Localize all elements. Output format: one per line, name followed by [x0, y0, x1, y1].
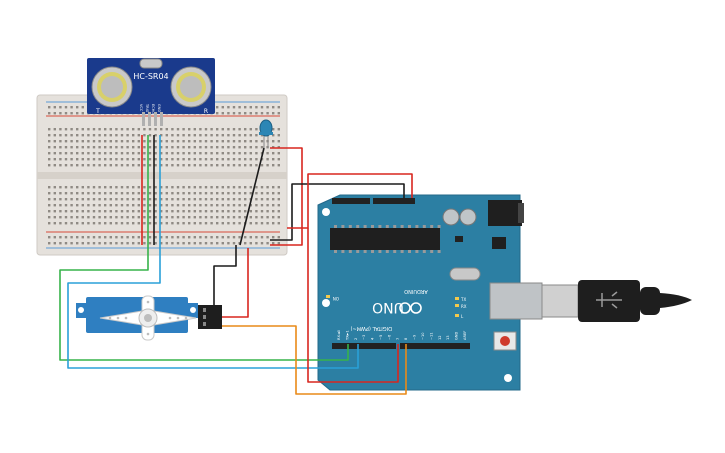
microcontroller-pins	[334, 225, 441, 253]
arduino-uno-board: ANALOG IN POWER UNO ARDUINO	[317, 194, 543, 391]
wire-red-led	[270, 147, 303, 246]
reset-button-icon	[493, 331, 517, 351]
digital-pin-label: AREF	[463, 331, 467, 340]
wire-black-led	[239, 147, 265, 246]
uno-label: UNO	[372, 299, 404, 315]
sensor-r-mark: R	[204, 108, 208, 115]
sensor-pin-label: ECHO	[151, 104, 155, 114]
digital-pin-labels: AREF GND 13 12 ~11 ~10 ~9 8 7 ~6 ~5 4 ~3 2 TX►1 RX◄0	[337, 329, 467, 341]
digital-pin-label: GND	[455, 332, 459, 340]
digital-pin-label: ~3	[362, 335, 366, 340]
sensor-pin-label: TRIG	[145, 103, 149, 113]
digital-pin-label: 8	[404, 337, 408, 340]
led-rx-label: RX	[461, 304, 467, 309]
infinity-logo-icon	[399, 302, 422, 314]
sensor-model-label: HC-SR04	[133, 72, 168, 81]
led-tx-label: TX	[460, 297, 466, 302]
wire-black-gnd	[270, 183, 405, 241]
digital-header-label: DIGITAL (PWM~)	[350, 325, 392, 331]
digital-pin-label: TX►1	[345, 330, 349, 341]
wire-red-servo	[222, 248, 249, 318]
digital-pin-label: 7	[396, 338, 400, 340]
digital-pin-label: ~6	[387, 334, 391, 340]
led-l-label: L	[461, 314, 464, 319]
breadboard	[36, 94, 288, 256]
servo-motor	[76, 295, 222, 341]
sensor-pin-label: GND	[157, 104, 161, 112]
digital-pin-label: ~11	[429, 332, 433, 340]
wire-red-loop	[307, 228, 399, 383]
digital-pin-label: ~10	[421, 332, 425, 340]
usb-plug-icon	[541, 280, 692, 322]
wire-black-servo	[213, 245, 237, 305]
digital-pin-label: 13	[446, 335, 450, 340]
arduino-brand-label: ARDUINO	[404, 288, 428, 294]
sensor-t-mark: T	[95, 108, 100, 115]
wires	[59, 135, 413, 395]
ultrasonic-sensor: HC-SR04 T R VCC TRIG ECHO GND	[87, 58, 215, 126]
digital-pin-label: 2	[354, 338, 358, 340]
digital-pin-label: 4	[371, 337, 375, 340]
wire-red-5v	[287, 173, 413, 229]
digital-pin-label: 12	[438, 335, 442, 340]
wire-blue	[67, 135, 359, 369]
digital-pin-label: RX◄0	[337, 329, 341, 340]
wire-orange-servo	[222, 325, 407, 395]
led-on-label: ON	[333, 296, 339, 301]
led-icon	[259, 119, 273, 148]
wire-green	[59, 135, 349, 361]
digital-pin-label: ~9	[413, 334, 417, 340]
sensor-pin-label: VCC	[139, 104, 143, 112]
digital-pin-label: ~5	[379, 335, 383, 340]
